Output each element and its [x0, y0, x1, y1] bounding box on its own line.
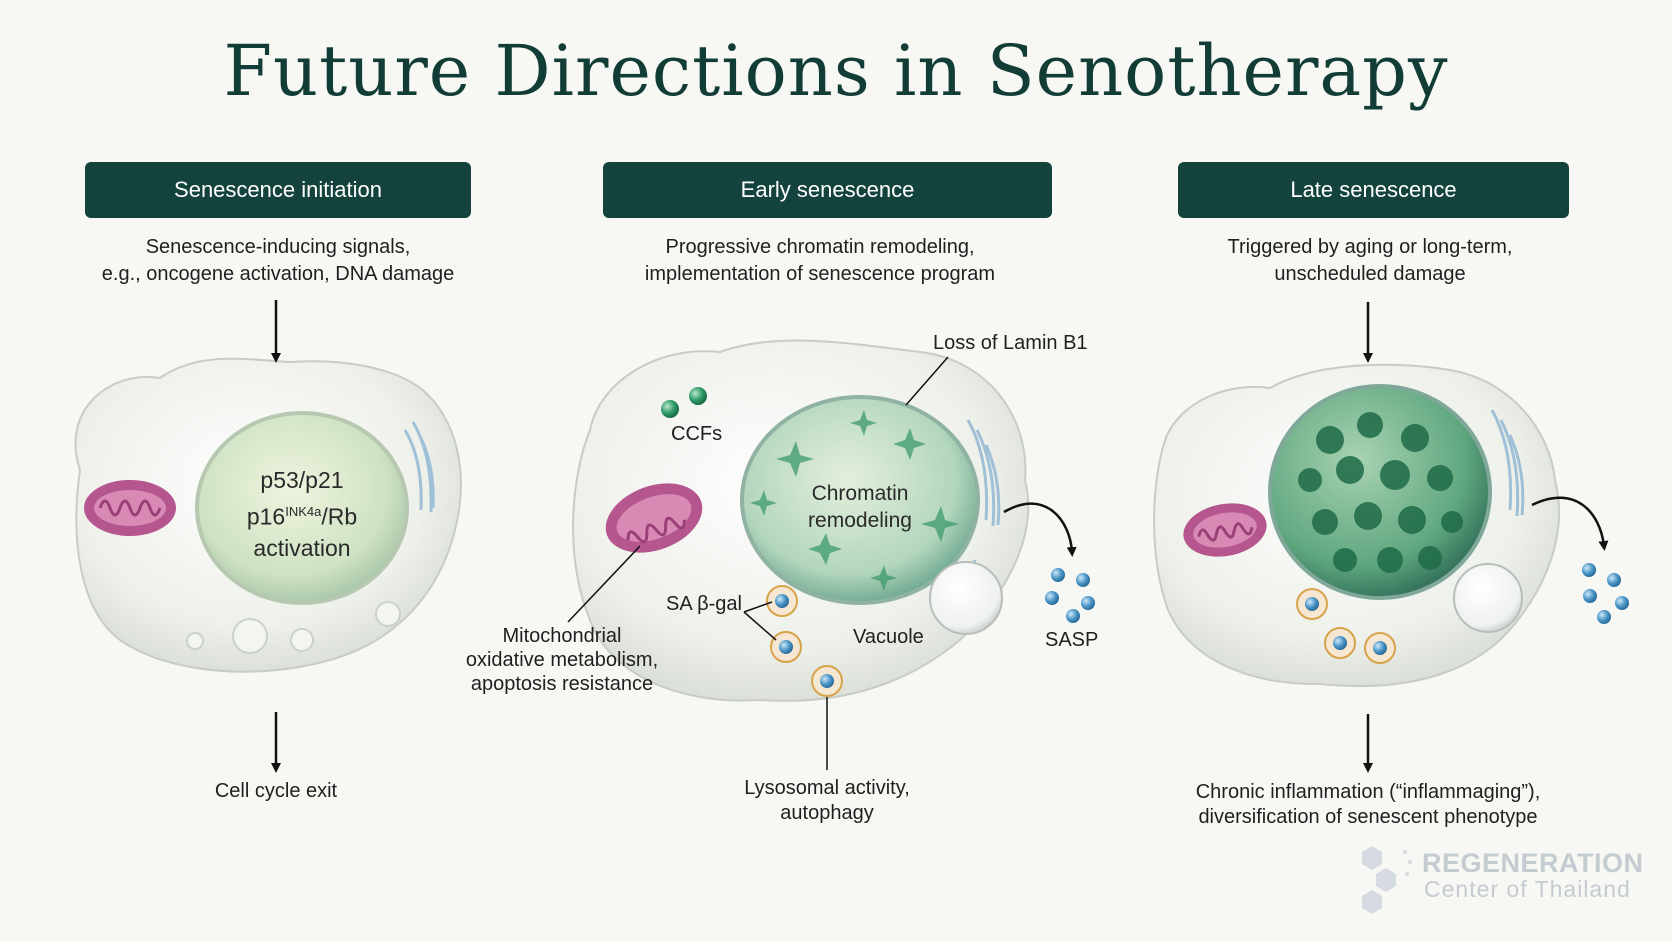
er-stripes-icon — [403, 421, 435, 513]
gene-name: p16 — [246, 503, 286, 530]
nucleus-label-line: activation — [253, 534, 351, 561]
outcome-initiation: Cell cycle exit — [214, 780, 338, 802]
chromatin-spots — [750, 410, 959, 591]
lysosome-core — [775, 594, 789, 608]
stage-description-early: Progressive chromatin remodeling, implem… — [590, 234, 1050, 288]
lysosome-core — [1373, 641, 1387, 655]
description-line: Progressive chromatin remodeling, — [665, 236, 975, 258]
cell-initiation — [74, 357, 462, 673]
stage-header-label: Early senescence — [740, 177, 915, 202]
stage-description-initiation: Senescence-inducing signals, e.g., oncog… — [60, 234, 496, 288]
label-sasp: SASP — [1045, 629, 1099, 651]
cell-late — [1153, 363, 1629, 688]
mitochondrion-icon — [84, 480, 176, 536]
vacuole — [929, 561, 1003, 635]
description-line: e.g., oncogene activation, DNA damage — [101, 263, 455, 285]
watermark-line2: Center of Thailand — [1424, 876, 1631, 902]
stage-header-label: Late senescence — [1290, 177, 1457, 202]
mitochondrion-icon — [1183, 503, 1267, 557]
cell-early — [572, 339, 1095, 702]
nucleus-label-early: Chromatin remodeling — [770, 480, 950, 534]
arrow-sasp-release-late — [1531, 496, 1609, 551]
ccf-dot — [661, 400, 679, 418]
nucleus-label-line: remodeling — [808, 509, 912, 532]
label-line: Mitochondrial — [502, 625, 622, 647]
lysosome-core — [779, 640, 793, 654]
nucleus-label-line: Chromatin — [811, 482, 909, 505]
vesicle — [375, 601, 401, 627]
arrow-sasp-release — [1003, 502, 1077, 557]
stage-header-label: Senescence initiation — [174, 177, 382, 202]
vesicle — [232, 618, 268, 654]
sasp-dots — [1582, 563, 1629, 624]
stage-header-late: Late senescence — [1178, 162, 1569, 218]
label-line: Chronic inflammation (“inflammaging”), — [1195, 781, 1541, 803]
label-lamin: Loss of Lamin B1 — [933, 332, 1088, 354]
er-stripes-icon — [1490, 409, 1525, 517]
leader-mitochondria — [567, 545, 641, 623]
label-line: autophagy — [780, 802, 874, 824]
nucleus-label-line: p16INK4a/Rb — [197, 496, 407, 533]
description-line: Senescence-inducing signals, — [145, 236, 411, 258]
gene-suffix: /Rb — [321, 503, 358, 530]
watermark: REGENERATION Center of Thailand — [1362, 846, 1662, 906]
label-mitochondria: Mitochondrial oxidative metabolism, apop… — [452, 624, 672, 696]
nucleus — [195, 411, 409, 605]
watermark-line1: REGENERATION — [1422, 848, 1644, 878]
description-line: implementation of senescence program — [644, 263, 996, 285]
lysosome-core — [1305, 597, 1319, 611]
chromatin-clumps — [1298, 412, 1463, 573]
label-vacuole: Vacuole — [853, 626, 924, 648]
mitochondrion-icon — [605, 483, 703, 553]
lysosome-core — [1333, 636, 1347, 650]
gene-superscript: INK4a — [285, 504, 322, 519]
leader-sa-bgal-2 — [743, 611, 777, 641]
regeneration-logo-icon — [1362, 846, 1412, 914]
leader-lamin — [905, 356, 949, 406]
vesicle — [290, 628, 314, 652]
nucleus-label-line: p53/p21 — [260, 467, 344, 493]
description-line: unscheduled damage — [1274, 263, 1466, 285]
label-line: apoptosis resistance — [470, 673, 654, 695]
label-line: oxidative metabolism, — [465, 649, 659, 671]
page-title: Future Directions in Senotherapy — [223, 30, 1449, 112]
stage-header-early: Early senescence — [603, 162, 1052, 218]
nucleus — [740, 395, 980, 605]
vacuole — [1453, 563, 1523, 633]
vesicle — [186, 632, 204, 650]
leader-sa-bgal-1 — [743, 601, 773, 613]
sasp-dots — [1045, 568, 1095, 623]
outcome-late: Chronic inflammation (“inflammaging”), d… — [1158, 780, 1578, 830]
label-ccfs: CCFs — [671, 423, 723, 445]
lysosome-core — [820, 674, 834, 688]
ccf-dot — [689, 387, 707, 405]
label-line: Lysosomal activity, — [744, 777, 910, 799]
label-sa-bgal: SA β-gal — [666, 593, 742, 615]
description-line: Triggered by aging or long-term, — [1227, 236, 1513, 258]
nucleus-label-initiation: p53/p21 p16INK4a/Rb activation — [197, 465, 407, 564]
label-lysosome: Lysosomal activity, autophagy — [727, 776, 927, 826]
label-line: diversification of senescent phenotype — [1198, 806, 1538, 828]
stage-description-late: Triggered by aging or long-term, unsched… — [1150, 234, 1590, 288]
stage-header-initiation: Senescence initiation — [85, 162, 471, 218]
